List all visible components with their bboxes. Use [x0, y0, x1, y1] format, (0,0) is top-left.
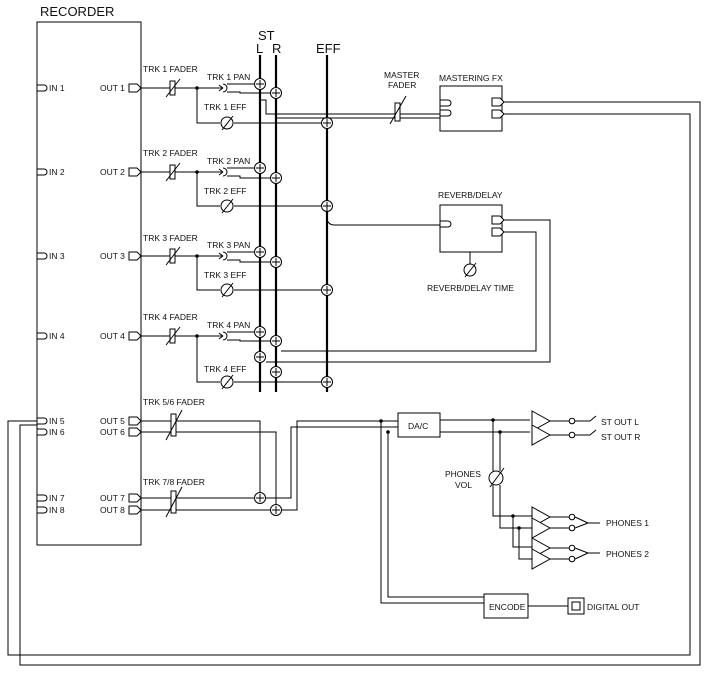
- trk4-fader-label: TRK 4 FADER: [143, 312, 198, 322]
- input-5-label: IN 5: [49, 416, 65, 426]
- track-2-strip: TRK 2 FADER TRK 2 PAN TRK 2 EFF: [141, 148, 321, 214]
- input-2-label: IN 2: [49, 167, 65, 177]
- recorder-outputs: OUT 1 OUT 2 OUT 3 OUT 4 OUT 5 OUT 6 OUT …: [100, 83, 142, 515]
- output-7-label: OUT 7: [100, 493, 125, 503]
- digital-out-label: DIGITAL OUT: [587, 602, 639, 612]
- output-section: DA/C ST OUT L ST OUT R PHONES VOL PHONES…: [379, 410, 649, 619]
- recorder-block: [36, 21, 142, 546]
- input-8-label: IN 8: [49, 505, 65, 515]
- input-3-label: IN 3: [49, 251, 65, 261]
- dac-block: [397, 412, 441, 438]
- dac-label: DA/C: [408, 421, 428, 431]
- input-7-label: IN 7: [49, 493, 65, 503]
- st-bus-label: ST: [258, 28, 275, 43]
- st-out-r-label: ST OUT R: [601, 432, 640, 442]
- master-fader-label-1: MASTER: [384, 70, 419, 80]
- phones-vol-label-1: PHONES: [445, 469, 481, 479]
- trk4-pan-label: TRK 4 PAN: [207, 320, 250, 330]
- output-8-label: OUT 8: [100, 505, 125, 515]
- encode-label: ENCODE: [489, 602, 526, 612]
- mastering-fx-block: [439, 85, 503, 132]
- trk3-pan-label: TRK 3 PAN: [207, 240, 250, 250]
- input-4-label: IN 4: [49, 331, 65, 341]
- reverb-delay-label: REVERB/DELAY: [438, 190, 503, 200]
- output-1-label: OUT 1: [100, 83, 125, 93]
- input-6-label: IN 6: [49, 427, 65, 437]
- output-3-label: OUT 3: [100, 251, 125, 261]
- trk2-fader-label: TRK 2 FADER: [143, 148, 198, 158]
- trk1-pan-label: TRK 1 PAN: [207, 72, 250, 82]
- stereo-faders: TRK 5/6 FADER TRK 7/8 FADER: [141, 397, 398, 518]
- track-4-strip: TRK 4 FADER TRK 4 PAN TRK 4 EFF: [141, 312, 321, 390]
- encode-block: [483, 593, 529, 619]
- track-3-strip: TRK 3 FADER TRK 3 PAN TRK 3 EFF: [141, 233, 321, 298]
- output-6-label: OUT 6: [100, 427, 125, 437]
- phones-2-label: PHONES 2: [606, 549, 649, 559]
- input-1-label: IN 1: [49, 83, 65, 93]
- recorder-title: RECORDER: [40, 4, 114, 19]
- st-r-label: R: [272, 41, 281, 56]
- output-4-label: OUT 4: [100, 331, 125, 341]
- trk4-eff-label: TRK 4 EFF: [204, 364, 247, 374]
- trk2-eff-label: TRK 2 EFF: [204, 186, 247, 196]
- mastering-fx-label: MASTERING FX: [439, 73, 503, 83]
- master-section: MASTER FADER MASTERING FX: [7, 70, 701, 666]
- output-2-label: OUT 2: [100, 167, 125, 177]
- output-5-label: OUT 5: [100, 416, 125, 426]
- trk78-fader-label: TRK 7/8 FADER: [143, 477, 205, 487]
- master-fader-label-2: FADER: [388, 80, 416, 90]
- track-1-strip: TRK 1 FADER TRK 1 PAN TRK 1 EFF: [141, 64, 321, 131]
- trk2-pan-label: TRK 2 PAN: [207, 156, 250, 166]
- trk1-fader-label: TRK 1 FADER: [143, 64, 198, 74]
- trk3-fader-label: TRK 3 FADER: [143, 233, 198, 243]
- phones-1-label: PHONES 1: [606, 518, 649, 528]
- st-out-l-label: ST OUT L: [601, 417, 639, 427]
- summing-nodes: [254, 78, 333, 516]
- eff-bus-label: EFF: [316, 41, 341, 56]
- reverb-delay-time-label: REVERB/DELAY TIME: [427, 283, 514, 293]
- trk1-eff-label: TRK 1 EFF: [204, 102, 247, 112]
- phones-vol-label-2: VOL: [455, 480, 472, 490]
- st-l-label: L: [256, 41, 263, 56]
- reverb-delay-section: REVERB/DELAY REVERB/DELAY TIME: [266, 190, 551, 363]
- recorder-inputs: IN 1 IN 2 IN 3 IN 4 IN 5 IN 6 IN 7 IN 8: [37, 83, 65, 515]
- trk56-fader-label: TRK 5/6 FADER: [143, 397, 205, 407]
- trk3-eff-label: TRK 3 EFF: [204, 270, 247, 280]
